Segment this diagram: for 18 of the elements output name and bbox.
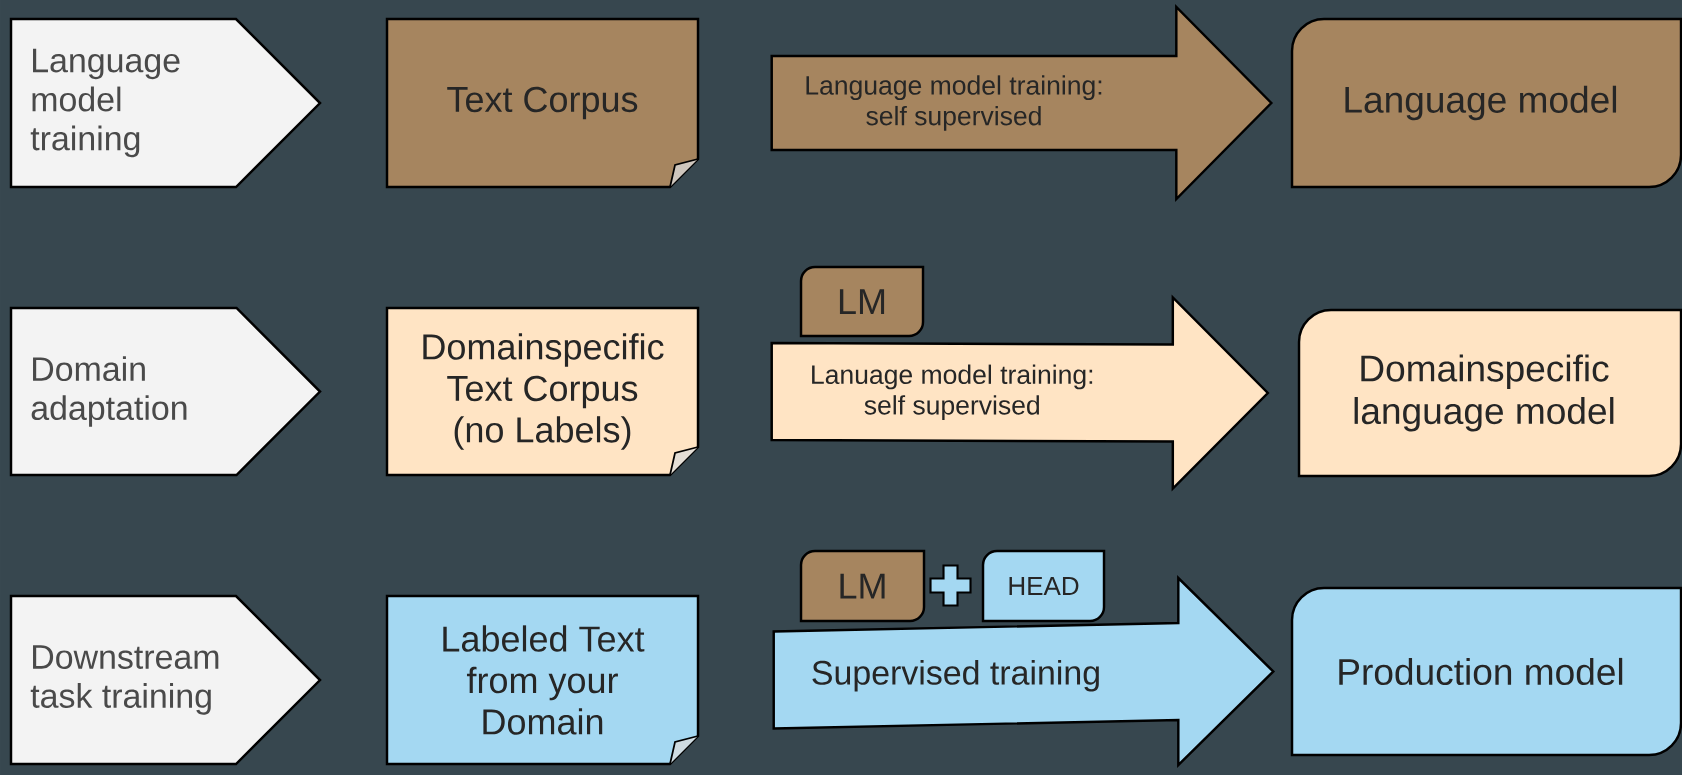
model-box: Production model (1290, 586, 1682, 757)
edge-label: Supervised training (812, 659, 1099, 692)
dataset-note: Labeled Text from your Domain (385, 594, 700, 766)
block-arrow (772, 575, 1276, 768)
model-box: HEAD (981, 549, 1106, 623)
model-box: Domainspecific language model (1297, 308, 1682, 478)
section-label-tag: Downstream task training (9, 594, 322, 766)
model-box: LM (799, 265, 925, 338)
dataset-note: Text Corpus (385, 17, 700, 189)
dataset-note: Domainspecific Text Corpus (no Labels) (385, 306, 700, 477)
block-arrow (770, 4, 1274, 202)
section-label-tag: Language model training (9, 17, 322, 189)
edge-label: Language model training: self supervised (806, 75, 1102, 131)
model-box: LM (799, 549, 926, 623)
section-label-tag: Domain adaptation (9, 306, 322, 477)
edge-label: Lanuage model training: self supervised (812, 364, 1093, 420)
block-arrow (770, 294, 1270, 492)
model-box: Language model (1290, 17, 1682, 189)
